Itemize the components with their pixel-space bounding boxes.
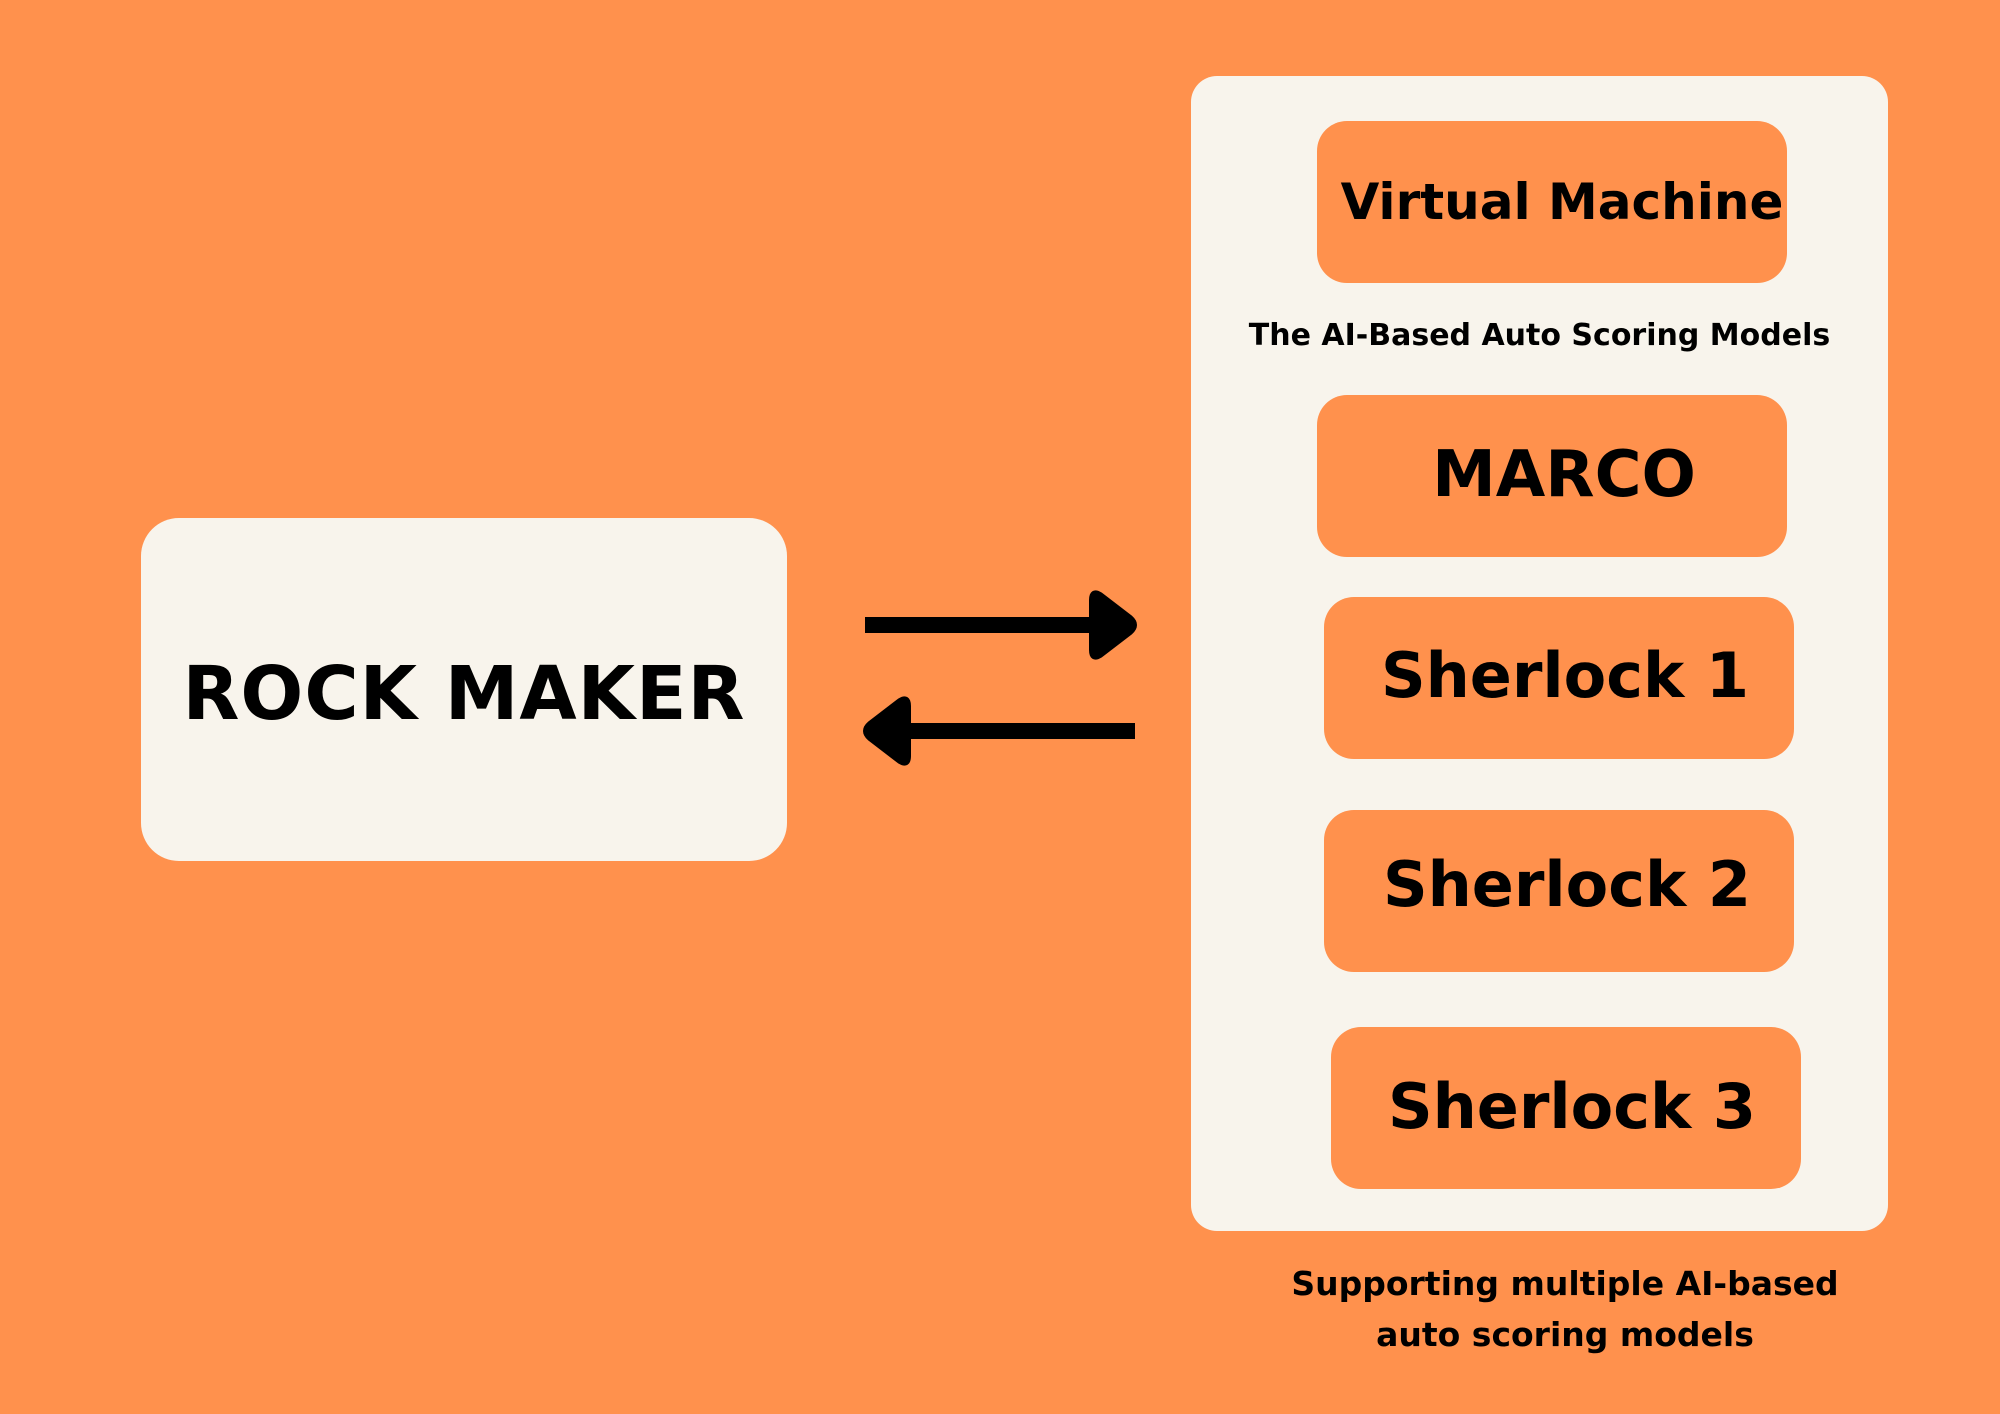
arrow-left-icon: [863, 696, 1135, 766]
virtual-machine-label: Virtual Machine: [1340, 173, 1784, 231]
model-node-sherlock-1: Sherlock 1: [1324, 597, 1794, 759]
model-label: Sherlock 2: [1383, 847, 1751, 921]
model-node-marco: MARCO: [1317, 395, 1787, 557]
caption: Supporting multiple AI-based auto scorin…: [1230, 1258, 1900, 1360]
model-label: MARCO: [1432, 438, 1696, 512]
caption-line-2: auto scoring models: [1376, 1315, 1754, 1354]
rock-maker-node: ROCK MAKER: [141, 518, 787, 861]
caption-line-1: Supporting multiple AI-based: [1291, 1264, 1839, 1303]
rock-maker-label: ROCK MAKER: [182, 650, 746, 737]
model-label: Sherlock 3: [1388, 1069, 1756, 1143]
arrow-right-icon: [865, 590, 1137, 660]
model-node-sherlock-2: Sherlock 2: [1324, 810, 1794, 972]
virtual-machine-node: Virtual Machine: [1317, 121, 1787, 283]
model-node-sherlock-3: Sherlock 3: [1331, 1027, 1801, 1189]
models-section-title: The AI-Based Auto Scoring Models: [1248, 318, 1831, 353]
model-label: Sherlock 1: [1381, 638, 1749, 712]
